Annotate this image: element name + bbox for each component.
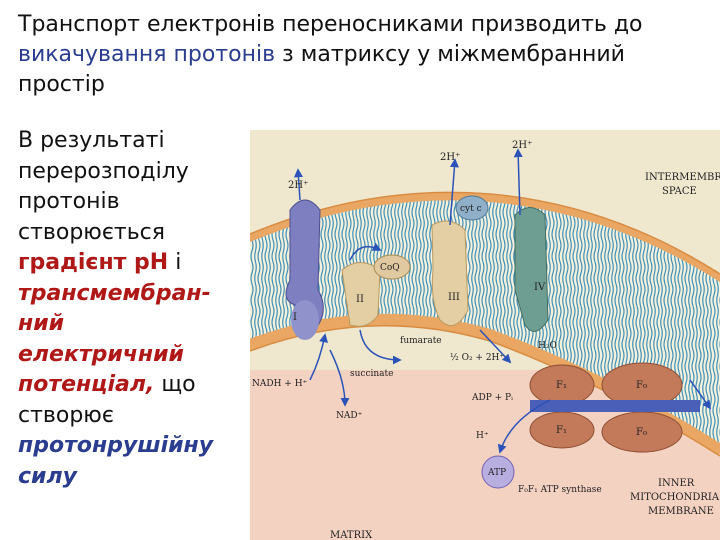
- succinate-label: succinate: [350, 369, 393, 379]
- h-plus-label: H⁺: [476, 431, 489, 441]
- complex-i-label: I: [293, 312, 297, 323]
- intermembrane-label: INTERMEMBR: [645, 172, 720, 183]
- mito-label: MITOCHONDRIA: [630, 492, 720, 503]
- top-2h-mid: 2H⁺: [440, 152, 460, 163]
- complex-i: I: [285, 199, 324, 340]
- side-line-12: силу: [18, 463, 77, 489]
- complex-iv-label: IV: [534, 282, 546, 293]
- adp-label: ADP + Pᵢ: [471, 393, 513, 403]
- matrix-label: MATRIX: [330, 530, 373, 540]
- electron-transport-diagram: I II CoQ III cyt c IV F₁ F₀ F₁ F₀ ATP: [250, 130, 720, 540]
- membrane-tails: [250, 200, 720, 450]
- side-line-10: створює: [18, 402, 114, 428]
- complex-iii-label: III: [448, 292, 460, 303]
- side-line-5b: і: [168, 250, 182, 275]
- heading-part1: Транспорт електронів переносниками призв…: [18, 12, 643, 37]
- membrane-upper-heads: [250, 192, 720, 286]
- top-2h-left: 2H⁺: [288, 180, 308, 191]
- electron-flow-arrows: [293, 148, 712, 454]
- f1-bottom-label: F₁: [556, 425, 567, 436]
- space-label: SPACE: [662, 186, 697, 197]
- f0-top-label: F₀: [636, 380, 647, 391]
- side-line-8: електричний: [18, 341, 184, 367]
- synthase-label: F₀F₁ ATP synthase: [518, 485, 602, 495]
- side-line-6: трансмембран-: [18, 280, 211, 306]
- cyt-c-label: cyt c: [460, 204, 482, 214]
- atp-circle: [481, 455, 515, 489]
- side-line-7: ний: [18, 311, 65, 336]
- side-line-11: протонрушійну: [18, 431, 248, 462]
- side-line-5: градієнт рН і: [18, 248, 248, 279]
- side-line-3: протонів: [18, 189, 120, 214]
- half-o2-label: ½ O₂ + 2H⁺: [450, 352, 504, 363]
- f1-top-label: F₁: [556, 380, 567, 391]
- inner-label: INNER: [658, 478, 695, 489]
- side-line-4: створюється: [18, 219, 166, 245]
- complex-iii: III: [431, 220, 469, 327]
- complex-ii-label: II: [356, 294, 364, 305]
- potential-term: потенціал,: [18, 372, 155, 397]
- heading: Транспорт електронів переносниками призв…: [18, 10, 718, 100]
- complex-iv: IV: [514, 207, 549, 332]
- side-line-9: потенціал, що: [18, 370, 248, 401]
- complex-ii: II: [341, 262, 381, 327]
- nadh-label: NADH + H⁺: [252, 379, 308, 389]
- side-line-2: перерозподілу: [18, 158, 189, 184]
- membrane-edge-upper: [250, 191, 720, 275]
- h2o-label: H₂O: [538, 341, 557, 351]
- ph-gradient-term: градієнт рН: [18, 250, 169, 275]
- coq-label: CoQ: [380, 263, 400, 273]
- side-line-1: В результаті: [18, 128, 165, 153]
- heading-part2: з матриксу у міжмембранний простір: [18, 42, 625, 97]
- atp-synthase: F₁ F₀ F₁ F₀: [529, 362, 700, 453]
- heading-highlight: викачування протонів: [18, 42, 276, 67]
- side-text: В результаті перерозподілу протонів ство…: [18, 126, 248, 492]
- nad-label: NAD⁺: [336, 411, 363, 421]
- cyt-c-carrier: cyt c: [455, 195, 489, 221]
- membrane-label: MEMBRANE: [648, 506, 714, 517]
- proton-term-a: прото: [18, 433, 92, 458]
- fumarate-label: fumarate: [400, 336, 442, 346]
- side-line-9b: що: [154, 372, 196, 397]
- proton-term-b: нрушійну: [91, 433, 214, 458]
- f0-bottom-label: F₀: [636, 427, 647, 438]
- coq-carrier: CoQ: [373, 254, 411, 280]
- top-2h-right: 2H⁺: [512, 140, 532, 151]
- atp-label: ATP: [487, 468, 506, 478]
